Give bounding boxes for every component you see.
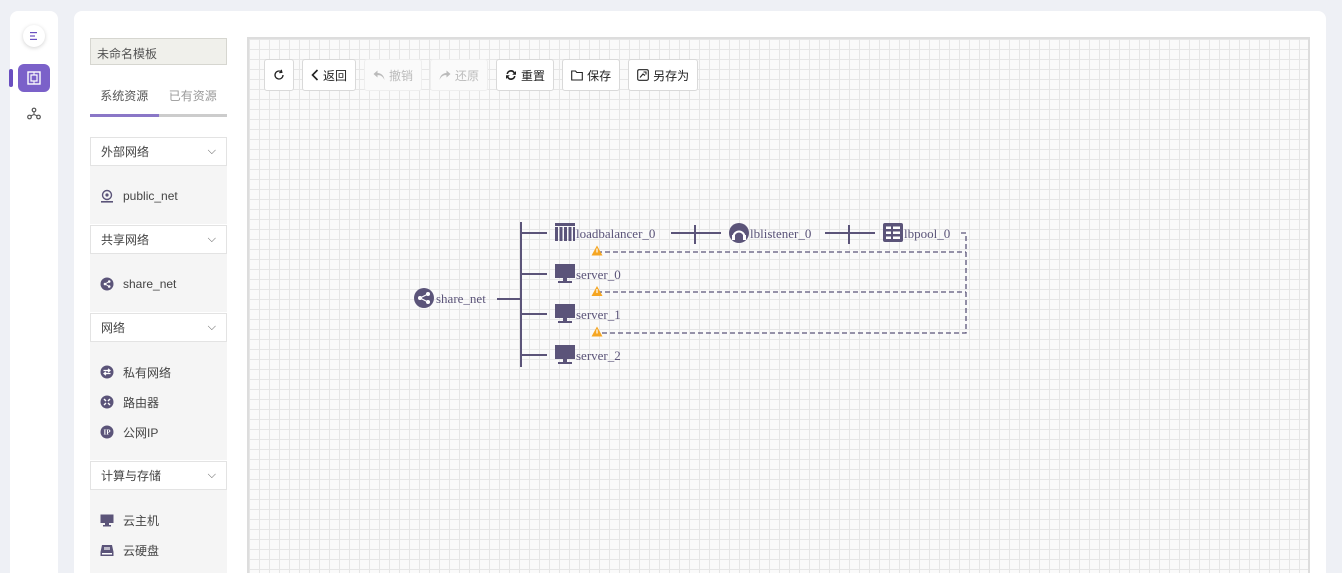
member-links xyxy=(597,232,967,334)
resource-private-network[interactable]: 私有网络 xyxy=(100,363,171,381)
svg-text:IP: IP xyxy=(104,429,112,437)
group-network[interactable]: 网络 ⌵ xyxy=(90,313,227,342)
router-icon xyxy=(100,395,114,409)
reset-icon xyxy=(505,69,517,81)
network-nodes-icon[interactable] xyxy=(18,99,50,127)
node-loadbalancer[interactable]: loadbalancer_0 xyxy=(555,223,655,241)
warning-icon xyxy=(591,326,603,337)
node-label: loadbalancer_0 xyxy=(576,226,655,241)
redo-button[interactable]: 还原 xyxy=(430,59,489,91)
resource-label: 云硬盘 xyxy=(123,543,160,558)
resource-public-net[interactable]: public_net xyxy=(100,187,178,205)
tab-underline xyxy=(90,114,159,117)
warning-icon xyxy=(591,286,603,296)
save-button[interactable]: 保存 xyxy=(562,59,621,91)
undo-icon xyxy=(373,70,385,81)
private-network-icon xyxy=(100,365,114,379)
warning-icon xyxy=(591,245,603,256)
chevron-down-icon: ⌵ xyxy=(207,145,216,157)
group-title: 网络 xyxy=(101,321,126,335)
group-title: 计算与存储 xyxy=(101,469,162,483)
group-external-network[interactable]: 外部网络 ⌵ xyxy=(90,137,227,166)
save-label: 保存 xyxy=(587,68,612,83)
group-title: 外部网络 xyxy=(101,145,150,159)
undo-label: 撤销 xyxy=(389,68,414,83)
node-label: lbpool_0 xyxy=(904,226,950,241)
resource-public-ip[interactable]: IP 公网IP xyxy=(100,423,158,441)
node-listener[interactable]: lblistener_0 xyxy=(729,223,811,243)
reset-button[interactable]: 重置 xyxy=(496,59,555,91)
back-button[interactable]: 返回 xyxy=(302,59,357,91)
topology-canvas[interactable]: 返回 撤销 还原 重置 xyxy=(247,37,1310,573)
undo-button[interactable]: 撤销 xyxy=(364,59,423,91)
back-label: 返回 xyxy=(323,68,348,83)
group-body: public_net xyxy=(90,166,227,224)
group-body: 云主机 云硬盘 xyxy=(90,490,227,573)
resource-label: public_net xyxy=(123,189,178,203)
group-share-network[interactable]: 共享网络 ⌵ xyxy=(90,225,227,254)
menu-collapse-icon[interactable] xyxy=(23,25,45,47)
node-server-2[interactable]: server_2 xyxy=(555,345,621,364)
refresh-icon xyxy=(273,69,285,81)
resource-share-net[interactable]: share_net xyxy=(100,275,176,293)
group-compute-storage[interactable]: 计算与存储 ⌵ xyxy=(90,461,227,490)
save-as-button[interactable]: 另存为 xyxy=(628,59,699,91)
node-label: lblistener_0 xyxy=(750,226,811,241)
node-label: server_2 xyxy=(576,348,621,363)
resource-label: share_net xyxy=(123,277,177,291)
folder-icon xyxy=(571,69,583,81)
group-body: share_net xyxy=(90,254,227,312)
node-server-0[interactable]: server_0 xyxy=(555,264,621,283)
reset-label: 重置 xyxy=(521,68,546,83)
server-icon xyxy=(100,513,114,527)
chevron-down-icon: ⌵ xyxy=(207,469,216,481)
resource-label: 私有网络 xyxy=(123,365,172,380)
node-share-net[interactable]: share_net xyxy=(414,288,486,308)
public-ip-icon: IP xyxy=(100,425,114,439)
resource-label: 公网IP xyxy=(123,425,159,440)
template-name-field[interactable]: 未命名模板 xyxy=(90,38,227,65)
node-pool[interactable]: lbpool_0 xyxy=(883,223,950,242)
node-label: server_1 xyxy=(576,307,621,322)
share-network-icon xyxy=(414,288,434,308)
node-server-1[interactable]: server_1 xyxy=(555,304,621,323)
toolbar: 返回 撤销 还原 重置 xyxy=(264,59,706,91)
tab-system-resources[interactable]: 系统资源 xyxy=(100,89,149,103)
save-as-label: 另存为 xyxy=(653,68,690,83)
server-icon xyxy=(555,264,575,278)
chevron-down-icon: ⌵ xyxy=(207,233,216,245)
resource-router[interactable]: 路由器 xyxy=(100,393,159,411)
server-icon xyxy=(555,304,575,318)
topology-links xyxy=(497,222,875,367)
group-body: 私有网络 路由器 IP 公网IP xyxy=(90,342,227,460)
resource-cloud-server[interactable]: 云主机 xyxy=(100,511,159,529)
resource-tabs: 系统资源 已有资源 xyxy=(90,87,227,117)
topology-diagram: share_net loadbalancer_0 xyxy=(414,222,967,367)
external-network-icon xyxy=(100,189,114,203)
disk-icon xyxy=(100,543,114,557)
main-card: 未命名模板 系统资源 已有资源 外部网络 ⌵ public_net 共享网络 ⌵ xyxy=(74,11,1326,573)
node-label: share_net xyxy=(436,291,486,306)
redo-icon xyxy=(439,70,451,81)
loadbalancer-icon xyxy=(555,223,575,241)
resource-label: 云主机 xyxy=(123,513,160,528)
resource-cloud-disk[interactable]: 云硬盘 xyxy=(100,541,159,559)
topology-icon[interactable] xyxy=(18,64,50,92)
redo-label: 还原 xyxy=(455,68,480,83)
active-indicator xyxy=(9,69,13,87)
tab-existing-resources[interactable]: 已有资源 xyxy=(168,89,217,103)
chevron-left-icon xyxy=(311,69,319,81)
chevron-down-icon: ⌵ xyxy=(207,321,216,333)
resource-label: 路由器 xyxy=(123,395,160,410)
node-label: server_0 xyxy=(576,267,621,282)
server-icon xyxy=(555,345,575,359)
refresh-button[interactable] xyxy=(264,59,294,91)
resource-panel: 未命名模板 系统资源 已有资源 外部网络 ⌵ public_net 共享网络 ⌵ xyxy=(90,38,227,573)
save-as-icon xyxy=(637,69,649,81)
left-rail xyxy=(9,11,58,573)
share-network-icon xyxy=(100,277,114,291)
group-title: 共享网络 xyxy=(101,233,150,247)
